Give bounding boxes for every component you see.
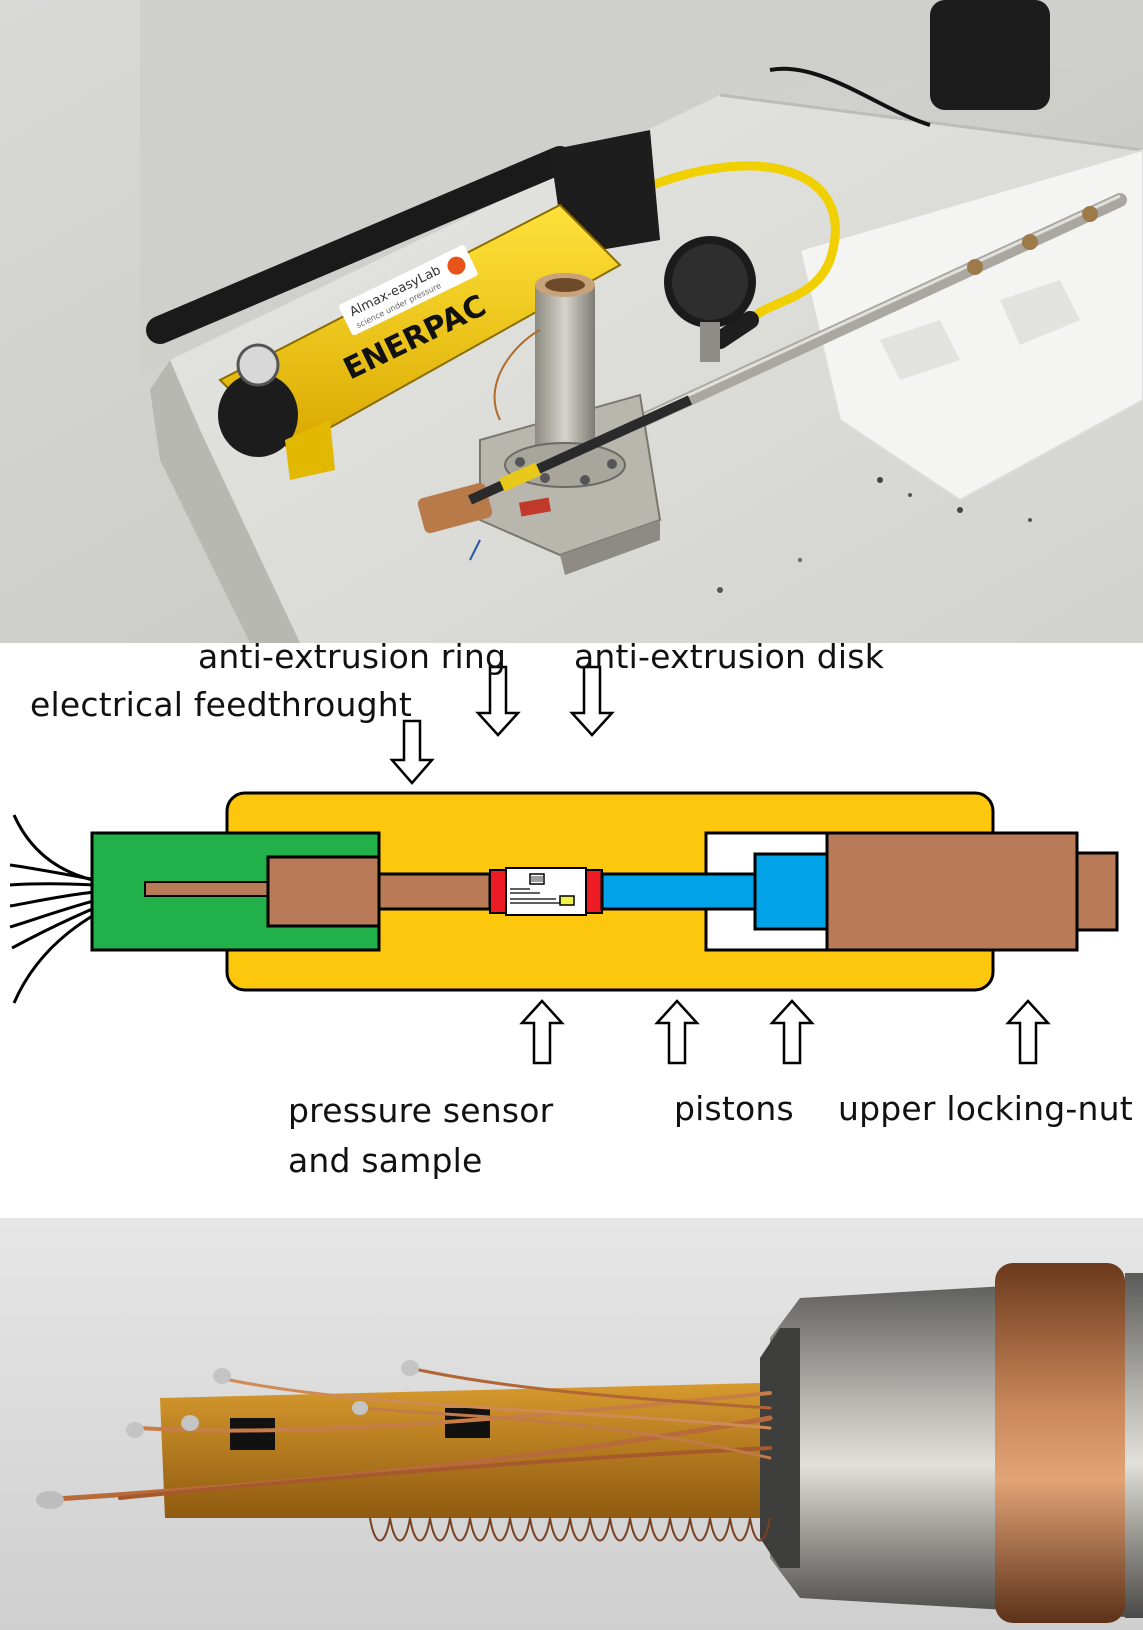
- locking-nut-cap: [1075, 851, 1119, 932]
- arrow-up-piston-1: [654, 999, 700, 1065]
- label-upper-locking-nut: upper locking-nut: [838, 1089, 1133, 1128]
- label-electrical-feedthrough: electrical feedthrought: [30, 685, 412, 724]
- anti-extrusion-ring-left: [489, 869, 507, 914]
- label-pistons: pistons: [674, 1089, 794, 1128]
- label-and-sample: and sample: [288, 1141, 483, 1180]
- arrow-down-ring: [475, 665, 521, 737]
- pump-and-cell-photo: Almax-easyLab science under pressure ENE…: [0, 0, 1143, 643]
- upper-piston-head: [753, 852, 829, 931]
- upper-piston-shaft: [600, 872, 757, 911]
- plug-insert: [266, 855, 381, 928]
- plug-closeup-photo: [0, 1218, 1143, 1630]
- cell-cross-section: [9, 665, 1119, 1065]
- top-photo-pressure-setup: Almax-easyLab science under pressure ENE…: [0, 0, 1143, 643]
- arrow-down-disk: [569, 665, 615, 737]
- label-pressure-sensor: pressure sensor: [288, 1091, 554, 1130]
- upper-locking-nut: [825, 831, 1079, 952]
- arrow-up-sensor: [519, 999, 565, 1065]
- label-anti-extrusion-disk: anti-extrusion disk: [574, 637, 885, 676]
- pressure-cell-schematic: anti-extrusion ring anti-extrusion disk …: [0, 637, 1143, 1218]
- arrow-up-piston-2: [769, 999, 815, 1065]
- label-anti-extrusion-ring: anti-extrusion ring: [198, 637, 507, 676]
- lower-piston: [377, 872, 492, 911]
- sample-chamber: [505, 867, 587, 916]
- arrow-down-feedthrough: [389, 719, 435, 785]
- anti-extrusion-ring-right: [585, 869, 603, 914]
- arrow-up-locking-nut: [1005, 999, 1051, 1065]
- bottom-photo-wired-plug: [0, 1218, 1143, 1630]
